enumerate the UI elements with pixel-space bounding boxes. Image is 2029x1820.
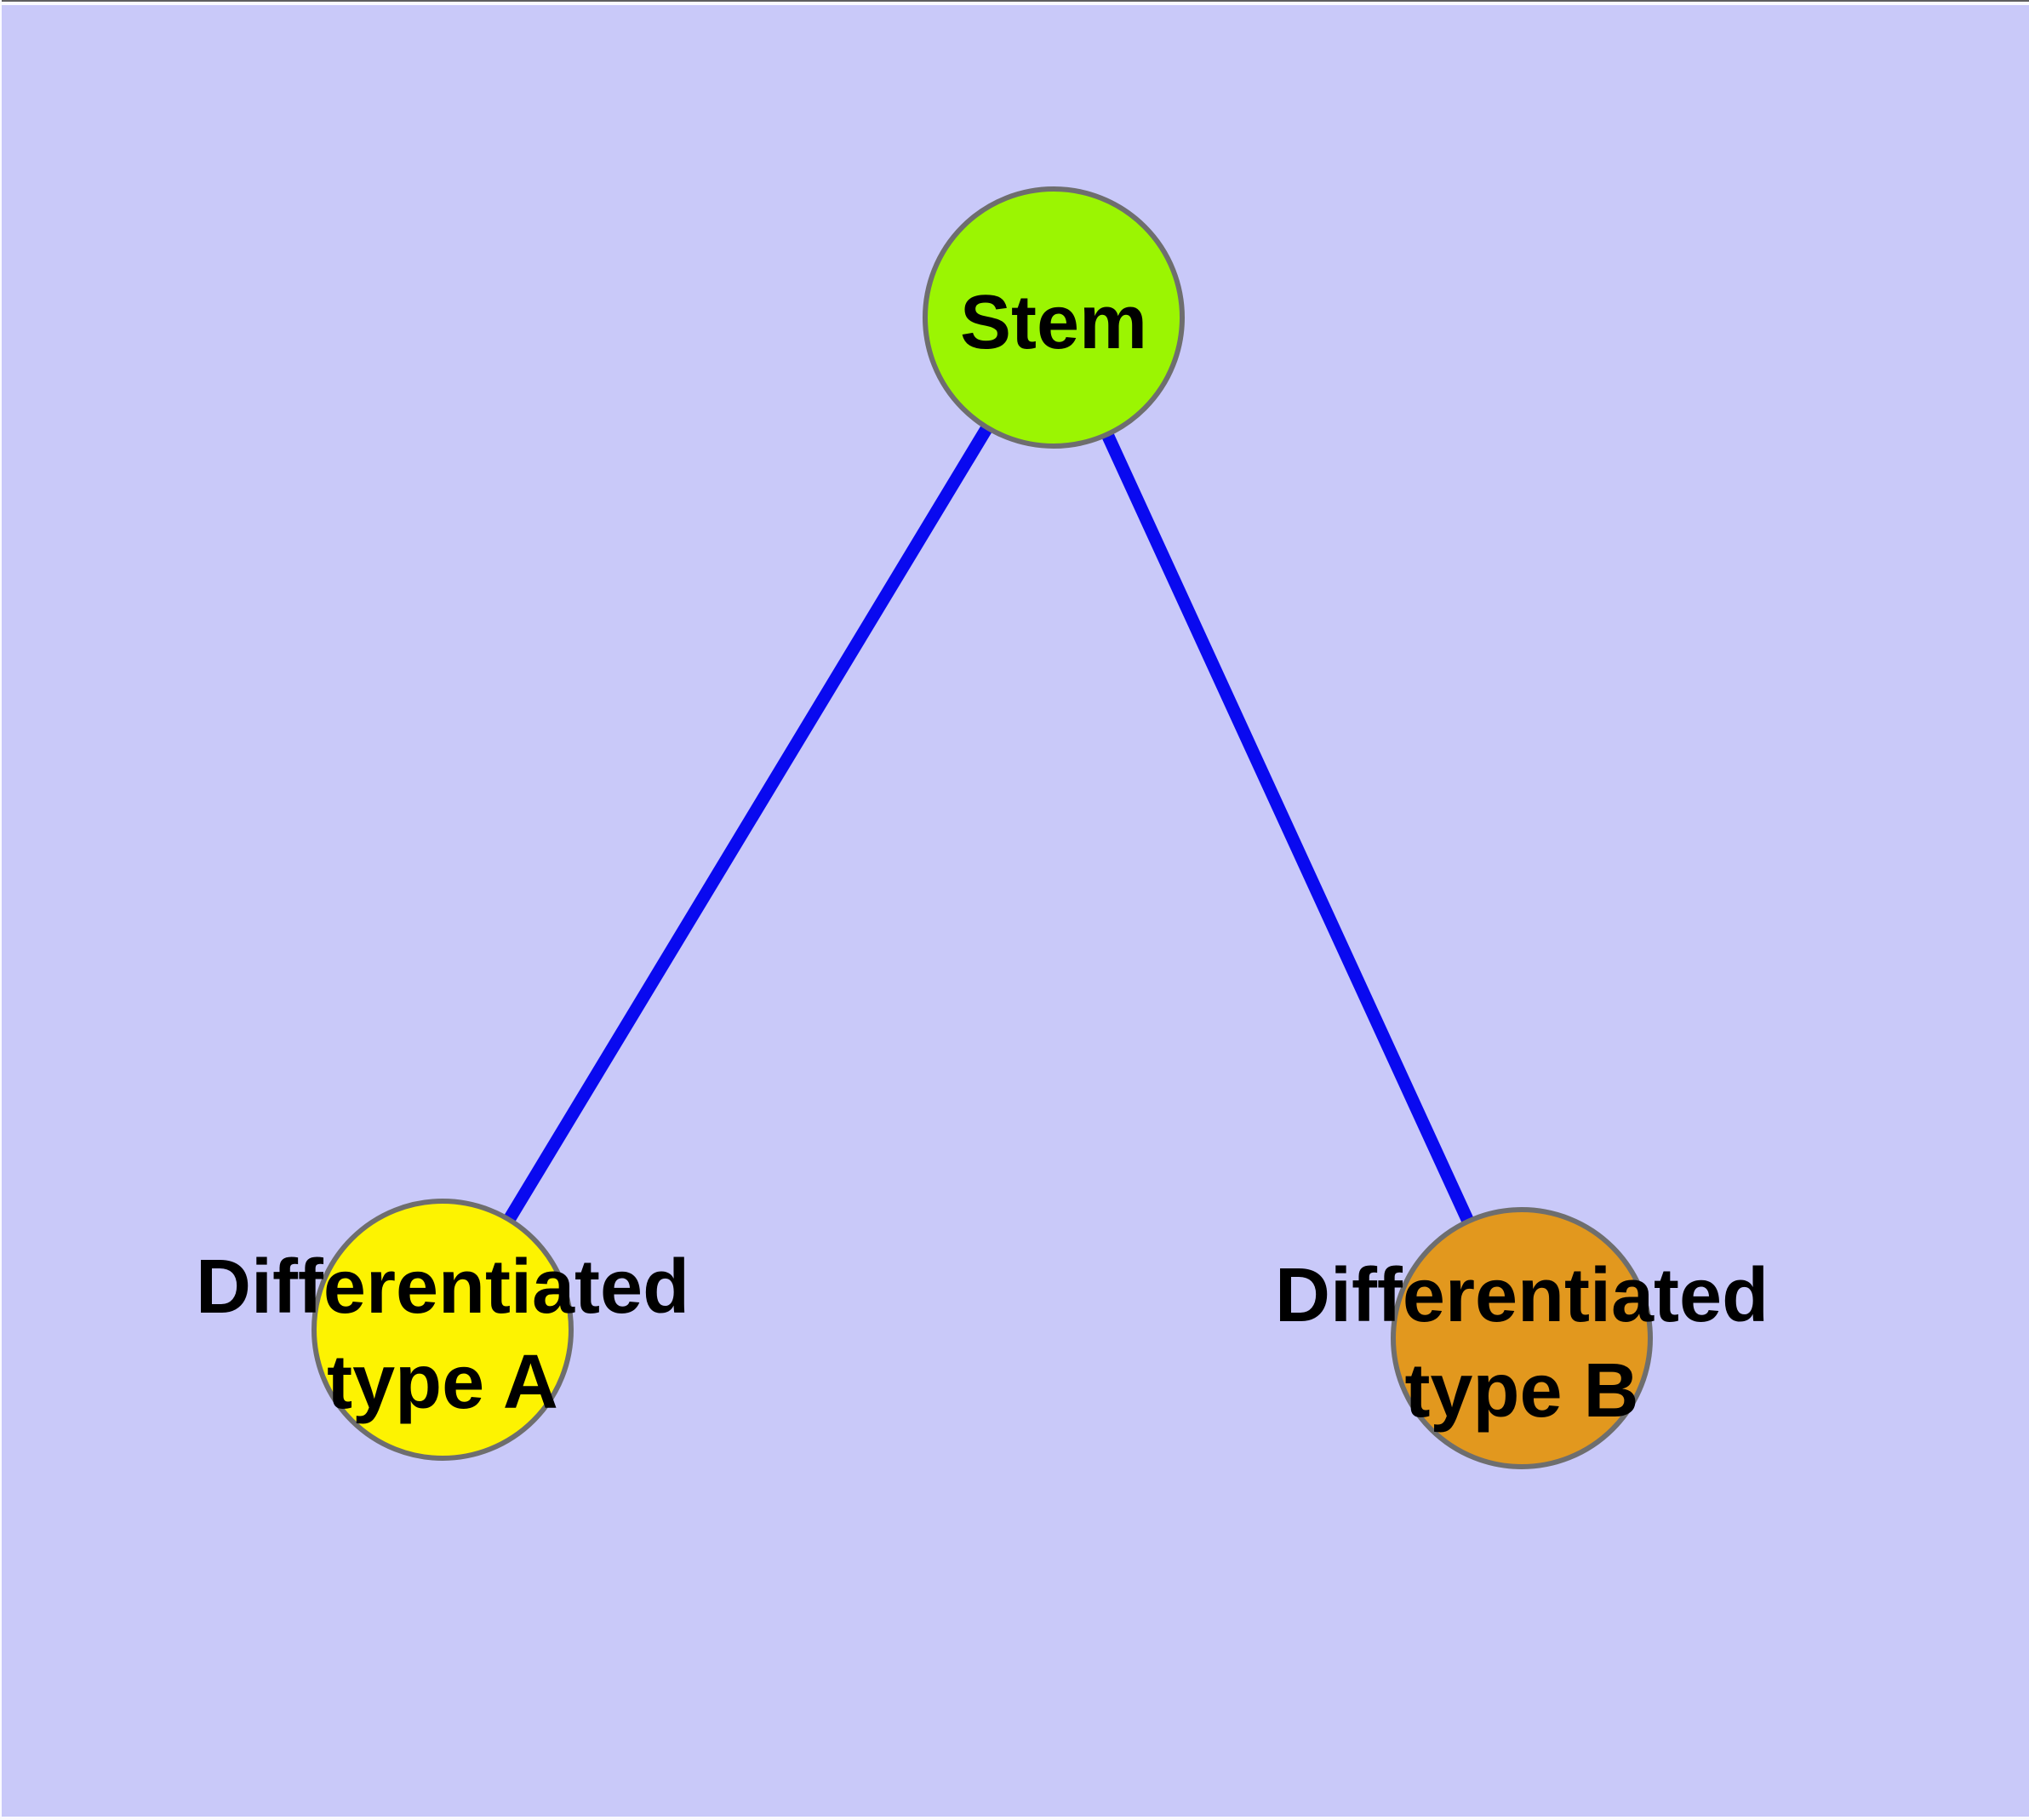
- node-differentiated-type-a-label-line-2: type A: [327, 1340, 558, 1425]
- window-left-margin: [0, 0, 2, 1820]
- window-top-hairline: [0, 0, 2029, 2]
- node-differentiated-type-b-label-line-2: type B: [1404, 1348, 1639, 1434]
- edge-stem-to-type-a: [437, 314, 1060, 1333]
- node-differentiated-type-b-circle[interactable]: [1391, 1207, 1653, 1469]
- node-stem-label: Stem: [960, 275, 1147, 370]
- window-bottom-margin: [0, 1817, 2029, 1820]
- node-differentiated-type-b-label: Differentiated type B: [1275, 1248, 1769, 1439]
- node-differentiated-type-b-label-line-1: Differentiated: [1274, 1253, 1769, 1338]
- window-top-margin: [0, 2, 2029, 5]
- node-differentiated-type-a-label-line-1: Differentiated: [195, 1245, 690, 1330]
- edge-stem-to-type-b: [1048, 314, 1528, 1342]
- node-stem-circle[interactable]: [923, 186, 1185, 449]
- node-stem-label-line-1: Stem: [959, 280, 1148, 365]
- node-differentiated-type-a-circle[interactable]: [311, 1199, 574, 1461]
- node-differentiated-type-a-label: Differentiated type A: [196, 1239, 689, 1430]
